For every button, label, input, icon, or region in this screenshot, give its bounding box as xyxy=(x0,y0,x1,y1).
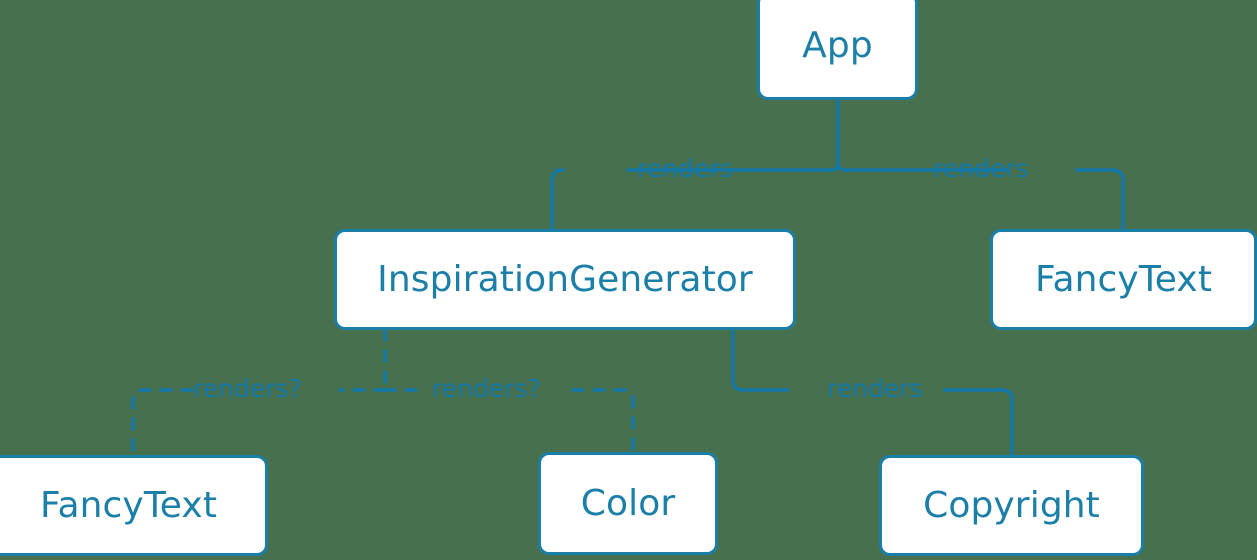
edge-inspiration-to-copyright-right-seg xyxy=(943,388,1014,457)
edge-inspiration-to-fancytext-dashed-tail xyxy=(131,388,194,457)
node-color-label: Color xyxy=(580,482,676,524)
node-fancytext-bottom-label: FancyText xyxy=(39,484,218,526)
edge-label-inspiration-to-copyright: renders xyxy=(827,374,923,403)
edge-label-app-to-inspiration: renders xyxy=(637,154,733,183)
node-fancytext-right-label: FancyText xyxy=(1034,258,1213,300)
node-color[interactable]: Color xyxy=(538,452,718,555)
node-app-label: App xyxy=(802,25,873,66)
edge-app-to-fancytext-right-seg xyxy=(1075,168,1125,231)
edge-inspiration-to-copyright-left-seg xyxy=(731,328,790,392)
edge-label-app-to-fancytext: renders xyxy=(933,154,1029,183)
edge-app-to-inspiration-left-seg xyxy=(550,168,565,231)
node-app[interactable]: App xyxy=(757,0,918,100)
edge-inspiration-to-color-dashed-tail xyxy=(571,388,635,454)
edge-label-inspiration-to-color: renders? xyxy=(432,374,541,403)
node-inspiration-generator[interactable]: InspirationGenerator xyxy=(334,229,796,330)
node-fancytext-right[interactable]: FancyText xyxy=(990,229,1257,330)
node-inspiration-generator-label: InspirationGenerator xyxy=(377,258,753,300)
node-fancytext-bottom[interactable]: FancyText xyxy=(0,455,268,556)
edge-label-inspiration-to-fancytext: renders? xyxy=(193,374,302,403)
node-copyright-label: Copyright xyxy=(923,484,1100,526)
node-copyright[interactable]: Copyright xyxy=(879,455,1144,556)
